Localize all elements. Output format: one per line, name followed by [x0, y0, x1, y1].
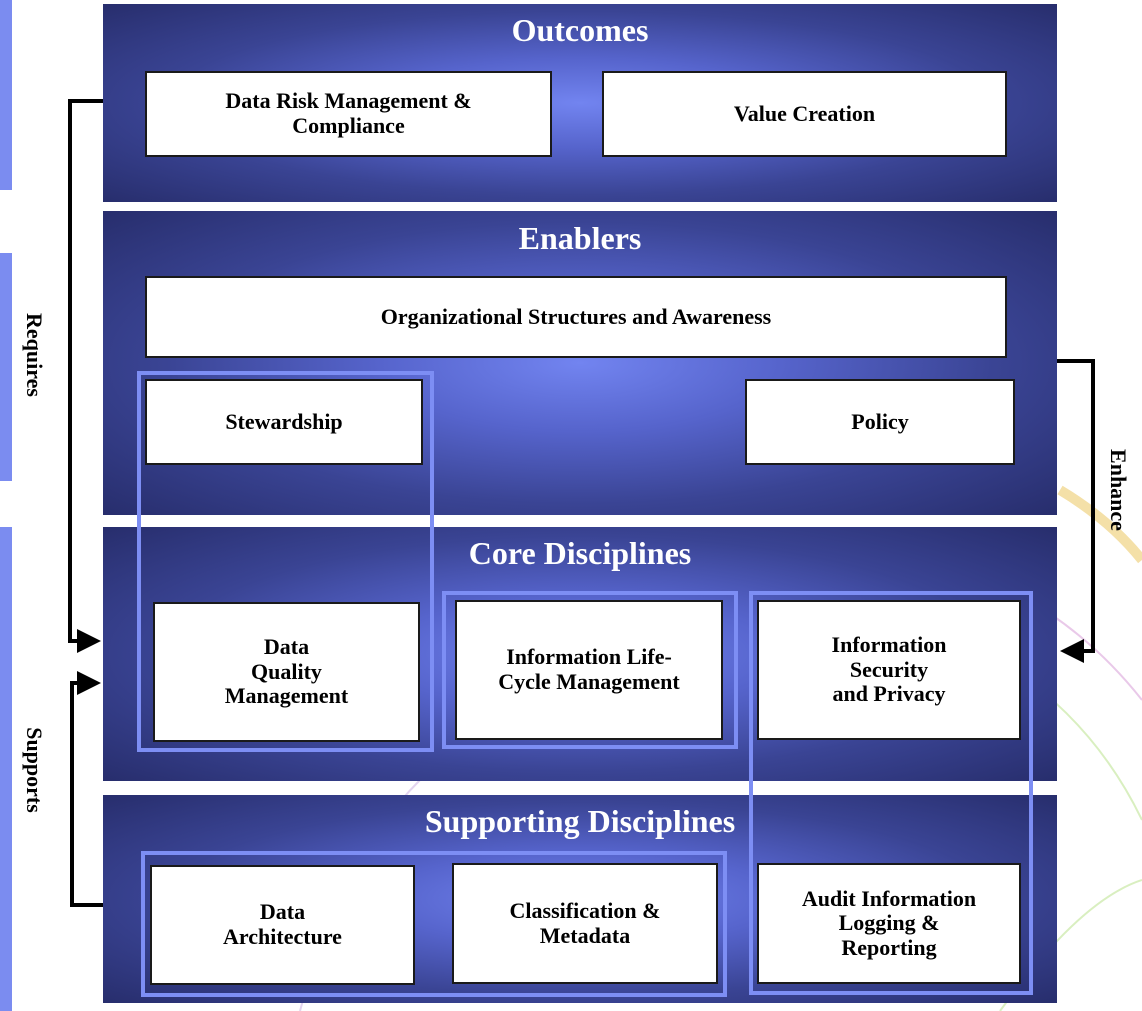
group-outline-security — [749, 591, 1033, 995]
box-stewardship: Stewardship — [145, 379, 423, 465]
box-organizational-structures: Organizational Structures and Awareness — [145, 276, 1007, 358]
box-policy: Policy — [745, 379, 1015, 465]
label-enhance: Enhance — [1106, 449, 1131, 531]
box-data-risk-management: Data Risk Management & Compliance — [145, 71, 552, 157]
box-audit-information-logging: Audit Information Logging & Reporting — [757, 863, 1021, 984]
outcomes-title: Outcomes — [511, 12, 649, 48]
requires-arrow — [68, 99, 103, 653]
supports-arrow — [70, 671, 103, 907]
box-data-quality-management: Data Quality Management — [153, 602, 420, 742]
box-value-creation: Value Creation — [602, 71, 1007, 157]
label-requires: Requires — [22, 313, 47, 397]
box-data-architecture: Data Architecture — [150, 865, 415, 985]
group-outline-supporting — [141, 851, 727, 997]
side-tab-requires — [0, 253, 12, 481]
group-outline-stewardship — [137, 371, 434, 752]
box-classification-metadata: Classification & Metadata — [452, 863, 718, 984]
supporting-disciplines-title: Supporting Disciplines — [424, 803, 736, 839]
enablers-title: Enablers — [518, 220, 642, 256]
box-information-security-privacy: Information Security and Privacy — [757, 600, 1021, 740]
side-tab-top — [0, 0, 12, 190]
enhance-arrow — [1057, 359, 1095, 663]
core-disciplines-title: Core Disciplines — [468, 535, 692, 571]
group-outline-lifecycle — [442, 591, 738, 749]
side-tab-supports — [0, 527, 12, 1011]
box-information-lifecycle-management: Information Life- Cycle Management — [455, 600, 723, 740]
label-supports: Supports — [22, 727, 47, 813]
